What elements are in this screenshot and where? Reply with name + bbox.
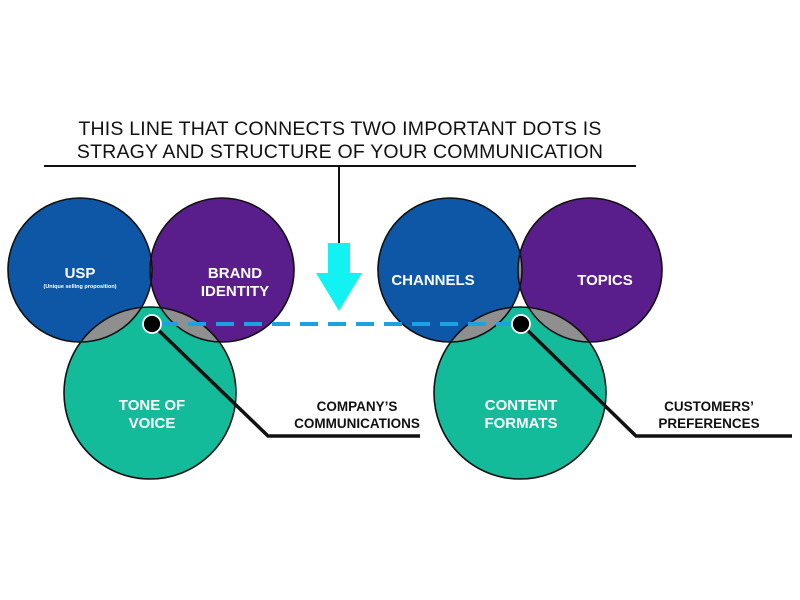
- header-line-2: STRAGY AND STRUCTURE OF YOUR COMMUNICATI…: [76, 141, 604, 163]
- right-venn: [377, 197, 663, 480]
- label-identity-line: IDENTITY: [200, 283, 270, 300]
- label-brand-identity: BRAND IDENTITY: [175, 265, 295, 301]
- callout-customers-preferences: CUSTOMERS’ PREFERENCES: [644, 398, 774, 432]
- callout-company-communications: COMPANY’S COMMUNICATIONS: [282, 398, 432, 432]
- callout-leader-left: [150, 322, 420, 438]
- callout-leader-right: [519, 322, 792, 438]
- label-voice-line: VOICE: [128, 415, 176, 432]
- label-channels: CHANNELS: [391, 272, 475, 289]
- circle-tone-of-voice: [64, 307, 236, 479]
- customer-dot: [511, 314, 531, 334]
- callout-company-line1: COMPANY’S: [316, 399, 398, 414]
- left-venn: [7, 197, 295, 480]
- label-topics: TOPICS: [577, 272, 633, 289]
- label-usp-subtitle: (Unique selling proposition): [43, 284, 117, 290]
- label-usp: USP (Unique selling proposition): [20, 265, 140, 291]
- callout-customers-line1: CUSTOMERS’: [664, 399, 754, 414]
- label-content-line: CONTENT: [484, 397, 558, 414]
- callout-company-line2: COMMUNICATIONS: [294, 416, 420, 431]
- circle-topics: [518, 198, 662, 342]
- arrow-down-icon: [316, 243, 362, 311]
- header-line-1: THIS LINE THAT CONNECTS TWO IMPORTANT DO…: [78, 118, 602, 140]
- label-content-formats: CONTENT FORMATS: [461, 397, 581, 433]
- label-formats-line: FORMATS: [484, 415, 558, 432]
- label-brand-line: BRAND: [207, 265, 263, 282]
- label-usp-title: USP: [64, 265, 96, 282]
- circle-content-formats: [434, 307, 606, 479]
- callout-customers-line2: PREFERENCES: [658, 416, 760, 431]
- circle-brand-identity: [150, 198, 294, 342]
- company-dot: [142, 314, 162, 334]
- label-tone-line: TONE OF: [118, 397, 186, 414]
- circle-usp: [8, 198, 152, 342]
- circle-channels: [378, 198, 522, 342]
- label-tone-of-voice: TONE OF VOICE: [92, 397, 212, 433]
